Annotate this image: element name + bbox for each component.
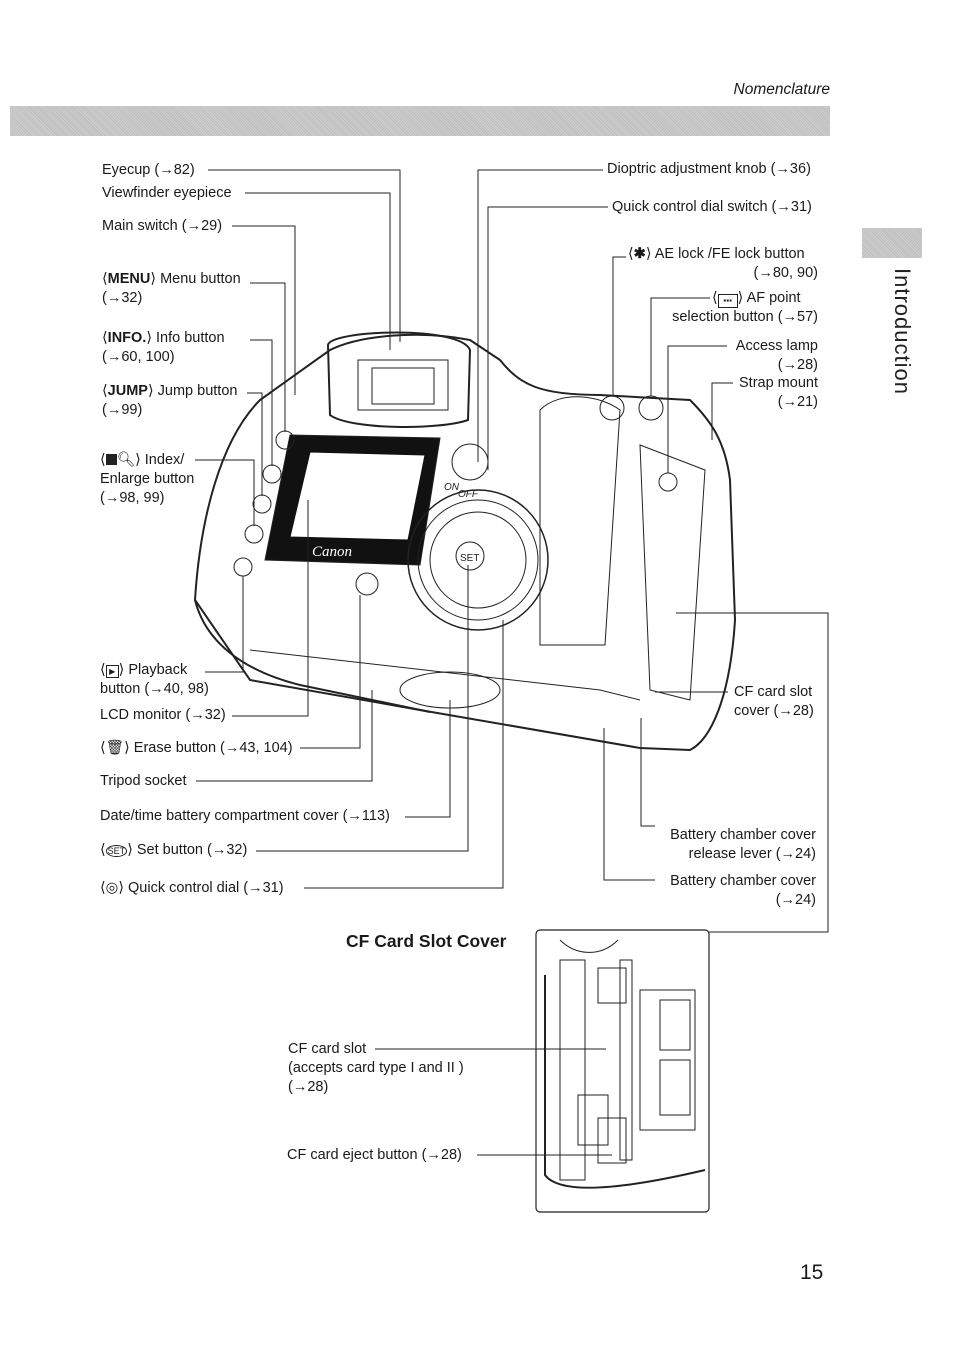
trash-icon: 🗑︎ — [105, 740, 125, 756]
label-main-switch: Main switch (→29) — [102, 218, 223, 234]
label-eyecup: Eyecup (→82) — [102, 162, 195, 178]
label-datetime-cover: Date/time battery compartment cover (→11… — [100, 808, 390, 824]
set-icon: SET — [105, 845, 128, 857]
label-strap-mount: Strap mount — [739, 375, 818, 391]
brand-logo: Canon — [312, 544, 352, 560]
svg-text:ON: ON — [444, 482, 460, 493]
label-viewfinder-eyepiece: Viewfinder eyepiece — [102, 185, 232, 201]
header-band — [10, 106, 830, 136]
label-cf-eject-button: CF card eject button (→28) — [287, 1147, 462, 1163]
label-battery-chamber-cover: Battery chamber cover — [670, 873, 816, 889]
label-cf-card-slot: CF card slot — [288, 1041, 367, 1057]
label-jump-button: ⟨JUMP⟩ Jump button — [102, 383, 238, 399]
label-af-point-button: ⟨▪▪▪⟩ AF point — [712, 290, 801, 308]
label-menu-button: ⟨MENU⟩ Menu button — [102, 271, 241, 287]
section-header: Nomenclature — [733, 81, 831, 98]
label-lcd-monitor: LCD monitor (→32) — [100, 707, 226, 723]
index-icon — [105, 454, 117, 465]
label-jump-ref: (→99) — [102, 402, 143, 418]
side-tab-label: Introduction — [890, 268, 915, 395]
label-erase-button: ⟨🗑︎⟩ Erase button (→43, 104) — [100, 740, 293, 756]
label-cf-card-slot-cover: CF card slot — [734, 684, 813, 700]
set-mark: SET — [460, 553, 479, 564]
label-ae-lock-button: ⟨✱⟩ AE lock /FE lock button — [628, 246, 805, 262]
label-qcd-switch: Quick control dial switch (→31) — [612, 199, 812, 215]
label-quick-control-dial: ⟨◎⟩ Quick control dial (→31) — [100, 880, 284, 896]
label-tripod-socket: Tripod socket — [100, 773, 187, 789]
dial-icon: ◎ — [105, 880, 119, 896]
side-tab-marker — [862, 228, 922, 258]
label-index-enlarge-button: ⟨🔍︎⟩ Index/ — [100, 452, 185, 468]
label-info-button: ⟨INFO.⟩ Info button — [102, 330, 225, 346]
label-dioptric-knob: Dioptric adjustment knob (→36) — [607, 161, 811, 177]
cf-section-title: CF Card Slot Cover — [346, 931, 507, 951]
label-access-lamp: Access lamp — [735, 338, 818, 354]
svg-text:OFF: OFF — [458, 489, 479, 500]
label-info-ref: (→60, 100) — [102, 349, 175, 365]
af-point-icon: ▪▪▪ — [717, 294, 738, 308]
label-set-button: ⟨SET⟩ Set button (→32) — [100, 842, 248, 858]
label-battery-release-lever: Battery chamber cover — [670, 827, 816, 843]
page-number: 15 — [800, 1261, 824, 1284]
playback-icon: ▶ — [105, 665, 119, 678]
label-playback-button: ⟨▶⟩ Playback — [100, 662, 188, 678]
magnify-icon: 🔍︎ — [116, 452, 136, 468]
label-menu-ref: (→32) — [102, 290, 143, 306]
asterisk-icon: ✱ — [633, 246, 646, 262]
